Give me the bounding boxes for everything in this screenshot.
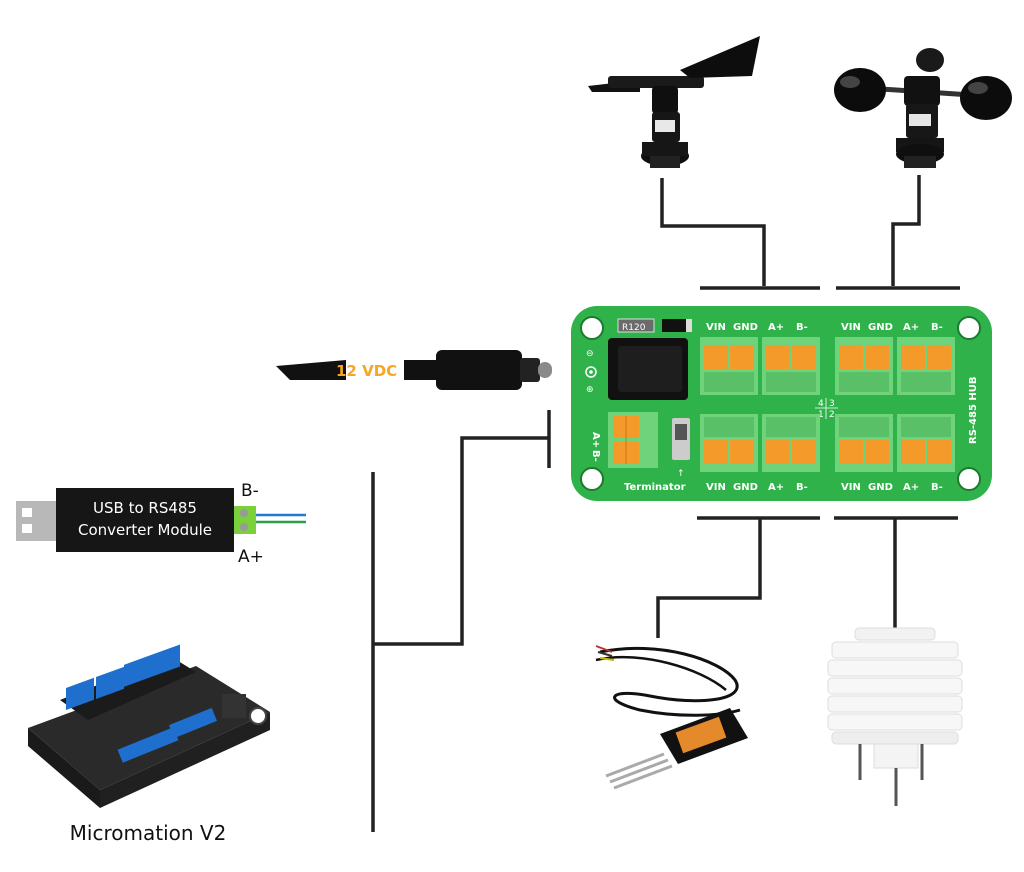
controller-caption: Micromation V2 xyxy=(70,821,227,845)
svg-text:VIN: VIN xyxy=(706,322,726,333)
usb-rs485-converter: USB to RS485 Converter Module B- A+ xyxy=(16,481,306,567)
svg-text:A+: A+ xyxy=(768,322,784,333)
anemometer-cable xyxy=(891,175,921,286)
svg-text:VIN: VIN xyxy=(706,482,726,493)
top-port-labels: VIN GND A+ B- VIN GND A+ B- xyxy=(706,322,943,333)
power-plug: 12 VDC xyxy=(276,350,552,390)
svg-text:A+: A+ xyxy=(903,482,919,493)
bottom-port-labels: VIN GND A+ B- VIN GND A+ B- xyxy=(706,482,943,493)
jack-minus-symbol: ⊖ xyxy=(586,349,594,359)
top-terminal-blocks xyxy=(700,337,955,395)
left-terminal-b-label: B- xyxy=(590,450,601,462)
left-terminal-a-label: A+ xyxy=(590,432,601,448)
mount-hole-tl xyxy=(580,316,604,340)
terminator-arrow: ↑ xyxy=(677,469,685,479)
mount-hole-tr xyxy=(957,316,981,340)
svg-text:4: 4 xyxy=(818,399,824,409)
terminator-label: Terminator xyxy=(624,482,686,493)
svg-text:GND: GND xyxy=(733,482,758,493)
soil-moisture-sensor xyxy=(595,645,748,790)
usb-plug xyxy=(16,501,58,541)
svg-text:GND: GND xyxy=(868,482,893,493)
mount-hole-br xyxy=(957,467,981,491)
rs485-hub-board: R120 ⊖ ⊕ A+ B- ↑ Terminator VIN GND A+ B… xyxy=(571,306,992,501)
relay-blocks xyxy=(66,644,180,710)
usb-terminal xyxy=(234,506,256,534)
usb-line1: USB to RS485 xyxy=(93,499,197,517)
resistor-r120 xyxy=(617,318,655,333)
port-number-indicator: 4 3 1 2 xyxy=(815,398,838,420)
diode xyxy=(662,319,692,332)
svg-text:GND: GND xyxy=(733,322,758,333)
svg-text:B-: B- xyxy=(796,482,808,493)
jack-plus-symbol: ⊕ xyxy=(586,385,594,395)
svg-text:A+: A+ xyxy=(768,482,784,493)
usb-line2: Converter Module xyxy=(78,521,212,539)
power-label: 12 VDC xyxy=(336,362,397,380)
soil-sensor-cable xyxy=(656,518,762,638)
svg-text:1: 1 xyxy=(818,410,824,420)
svg-text:GND: GND xyxy=(868,322,893,333)
hub-to-controller-cable xyxy=(373,436,549,646)
usb-wire-bottom-label: A+ xyxy=(238,547,264,567)
anemometer-sensor xyxy=(834,48,1012,168)
micromation-controller: Micromation V2 xyxy=(28,644,270,845)
svg-text:VIN: VIN xyxy=(841,482,861,493)
wind-vane-cable xyxy=(660,178,766,286)
mount-hole-bl xyxy=(580,467,604,491)
hub-title: RS-485 HUB xyxy=(968,376,979,444)
bottom-terminal-blocks xyxy=(700,414,955,472)
usb-wire-top-label: B- xyxy=(241,481,259,501)
svg-text:VIN: VIN xyxy=(841,322,861,333)
svg-text:3: 3 xyxy=(829,399,835,409)
wiring-lines xyxy=(371,175,960,832)
svg-text:B-: B- xyxy=(931,322,943,333)
svg-text:2: 2 xyxy=(829,410,835,420)
resistor-label: R120 xyxy=(622,323,646,333)
wind-vane-sensor xyxy=(588,36,760,168)
svg-text:B-: B- xyxy=(931,482,943,493)
svg-text:B-: B- xyxy=(796,322,808,333)
svg-text:A+: A+ xyxy=(903,322,919,333)
weather-shield-sensor xyxy=(827,627,963,806)
